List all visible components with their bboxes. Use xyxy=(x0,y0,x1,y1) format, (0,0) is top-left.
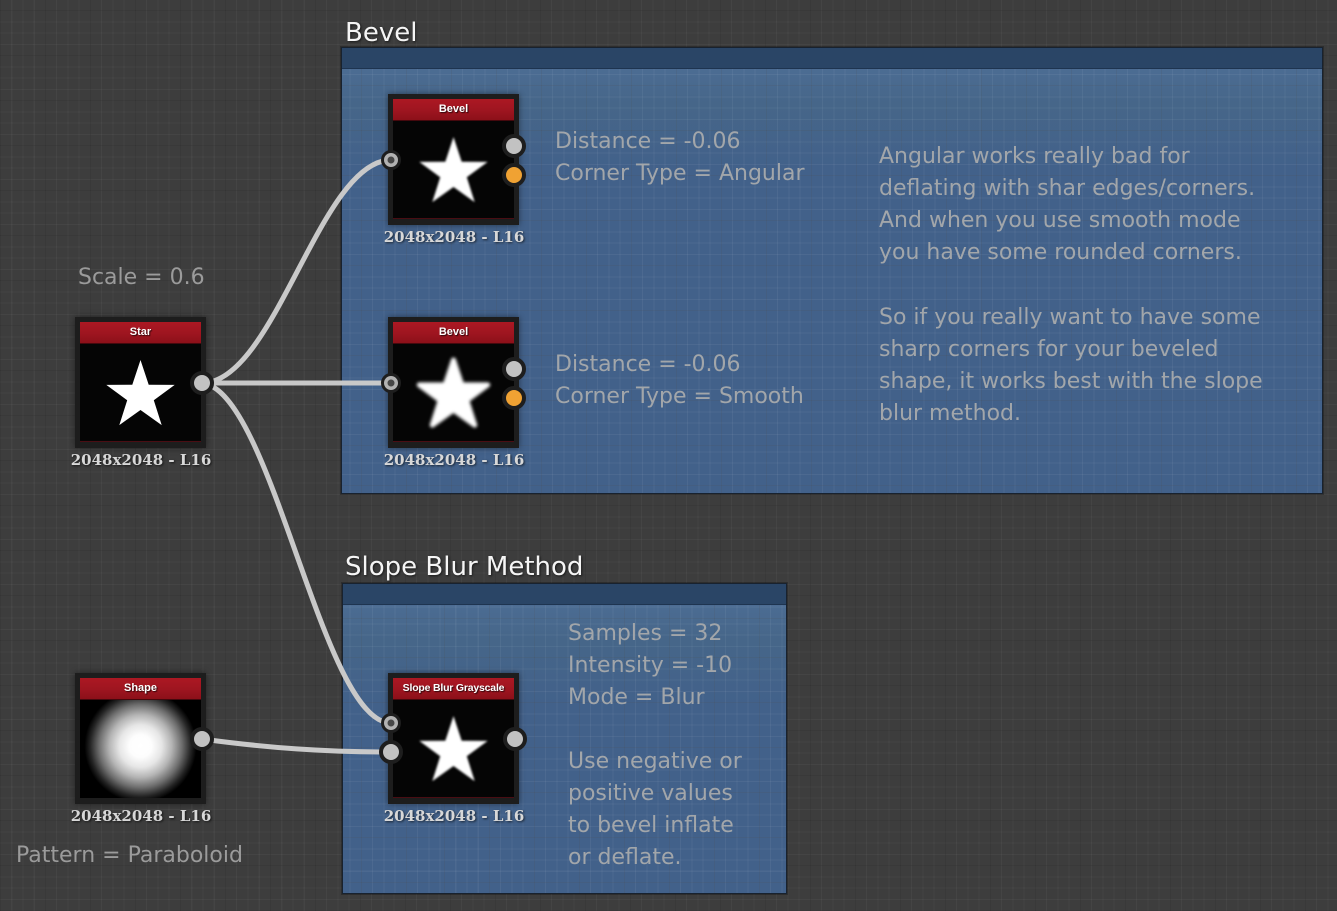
node-star[interactable]: Star xyxy=(75,317,206,448)
node-title: Bevel xyxy=(438,326,469,338)
note-line: And when you use smooth mode xyxy=(879,208,1241,233)
param-line: Mode = Blur xyxy=(568,685,705,710)
note-line: you have some rounded corners. xyxy=(879,240,1242,265)
bevel-smooth-output-connector[interactable] xyxy=(502,357,526,381)
annotation-scale: Scale = 0.6 xyxy=(78,265,205,290)
annotation-bevel-smooth-params: Distance = -0.06 Corner Type = Smooth xyxy=(555,349,804,413)
wire-star-to-bevel-angular[interactable] xyxy=(199,157,394,386)
note-line: Angular works really bad for xyxy=(879,144,1190,169)
bevel-angular-output-connector[interactable] xyxy=(502,134,526,158)
bevel-smooth-orange-output-connector[interactable] xyxy=(502,386,526,410)
note-line: sharp corners for your beveled xyxy=(879,337,1219,362)
param-line: Corner Type = Angular xyxy=(555,161,805,186)
node-title: Star xyxy=(129,326,152,338)
bevel-smooth-thumbnail xyxy=(393,344,514,442)
annotation-slope-note: Use negative or positive values to bevel… xyxy=(568,746,742,874)
frame-bevel-title: Bevel xyxy=(345,18,418,48)
node-shape-label: 2048x2048 - L16 xyxy=(70,807,212,825)
slope-blur-thumbnail xyxy=(393,700,514,798)
note-line: Use negative or xyxy=(568,749,742,774)
slope-blur-slope-input-connector[interactable] xyxy=(379,740,403,764)
paraboloid-blob-icon xyxy=(80,700,201,798)
frame-slope-blur-header[interactable] xyxy=(343,584,786,605)
node-shape[interactable]: Shape xyxy=(75,673,206,804)
note-line: to bevel inflate xyxy=(568,813,734,838)
annotation-pattern: Pattern = Paraboloid xyxy=(16,843,243,868)
node-title: Bevel xyxy=(438,103,469,115)
node-bevel-smooth[interactable]: Bevel xyxy=(388,317,519,448)
node-bevel-angular-header: Bevel xyxy=(393,99,514,121)
annotation-bevel-note-1: Angular works really bad for deflating w… xyxy=(879,141,1255,269)
node-slope-blur-header: Slope Blur Grayscale xyxy=(393,678,514,700)
param-line: Samples = 32 xyxy=(568,621,723,646)
frame-slope-blur-title: Slope Blur Method xyxy=(345,552,584,582)
wire-shape-to-slope-blur[interactable] xyxy=(199,736,394,755)
param-line: Distance = -0.06 xyxy=(555,352,741,377)
annotation-slope-params: Samples = 32 Intensity = -10 Mode = Blur xyxy=(568,618,732,714)
smooth-beveled-star-icon xyxy=(416,357,491,428)
param-line: Intensity = -10 xyxy=(568,653,733,678)
shape-thumbnail xyxy=(80,700,201,798)
beveled-star-icon xyxy=(419,137,488,203)
node-slope-blur[interactable]: Slope Blur Grayscale xyxy=(388,673,519,804)
frame-bevel-header[interactable] xyxy=(342,48,1322,69)
star-thumbnail xyxy=(80,344,201,442)
annotation-bevel-note-2: So if you really want to have some sharp… xyxy=(879,302,1263,430)
slope-blur-output-connector[interactable] xyxy=(503,727,527,751)
node-star-header: Star xyxy=(80,322,201,344)
node-slope-blur-label: 2048x2048 - L16 xyxy=(383,807,525,825)
annotation-bevel-angular-params: Distance = -0.06 Corner Type = Angular xyxy=(555,126,805,190)
note-line: positive values xyxy=(568,781,733,806)
star-output-connector[interactable] xyxy=(190,371,214,395)
node-shape-header: Shape xyxy=(80,678,201,700)
shape-output-connector[interactable] xyxy=(190,727,214,751)
note-line: or deflate. xyxy=(568,845,682,870)
param-line: Distance = -0.06 xyxy=(555,129,741,154)
node-bevel-smooth-header: Bevel xyxy=(393,322,514,344)
note-line: So if you really want to have some xyxy=(879,305,1261,330)
bevel-angular-orange-output-connector[interactable] xyxy=(502,163,526,187)
node-bevel-angular[interactable]: Bevel xyxy=(388,94,519,225)
node-title: Shape xyxy=(123,682,157,694)
note-line: blur method. xyxy=(879,401,1022,426)
wire-star-to-slope-blur[interactable] xyxy=(199,380,394,726)
param-line: Corner Type = Smooth xyxy=(555,384,804,409)
node-star-label: 2048x2048 - L16 xyxy=(70,451,212,469)
sharp-star-icon xyxy=(106,360,175,426)
slope-blur-input-connector[interactable] xyxy=(381,713,401,733)
bevel-smooth-input-connector[interactable] xyxy=(381,373,401,393)
node-bevel-smooth-label: 2048x2048 - L16 xyxy=(383,451,525,469)
bevel-angular-thumbnail xyxy=(393,121,514,219)
node-bevel-angular-label: 2048x2048 - L16 xyxy=(383,228,525,246)
bevel-angular-input-connector[interactable] xyxy=(381,150,401,170)
node-title: Slope Blur Grayscale xyxy=(402,682,505,694)
note-line: deflating with shar edges/corners. xyxy=(879,176,1256,201)
slope-blurred-star-icon xyxy=(419,716,488,782)
note-line: shape, it works best with the slope xyxy=(879,369,1263,394)
